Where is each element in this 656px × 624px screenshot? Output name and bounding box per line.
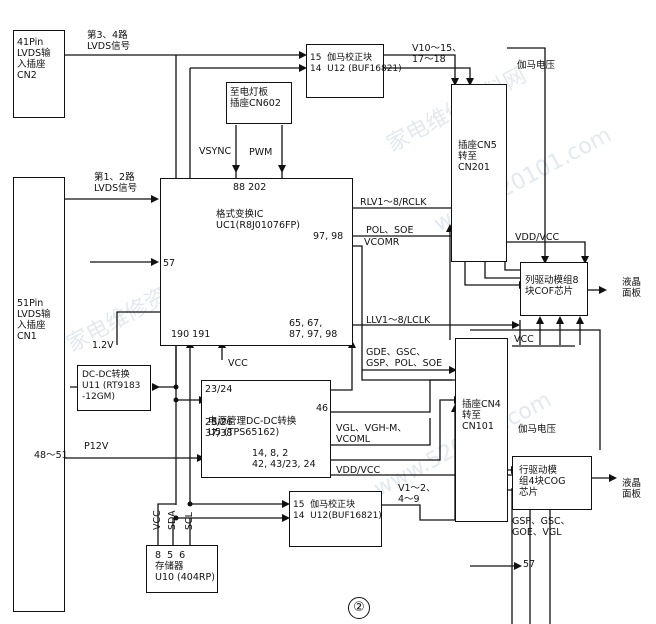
label-llv: LLV1～8/LCLK — [366, 315, 431, 326]
label-gde-gsc: GDE、GSC、 GSP、POL、SOE — [366, 347, 443, 369]
label-vsync: VSYNC — [199, 146, 232, 157]
label-sda: SDA — [167, 510, 178, 530]
label-pwm: PWM — [249, 147, 273, 158]
column-driver-cof: 列驱动模组8 块COF芯片 — [520, 262, 588, 316]
gamma-block-u12-top: 15 伽马校正块 14 U12 (BUF16821) — [306, 44, 402, 98]
label-lvds34: 第3、4路 LVDS信号 — [87, 30, 131, 52]
label-pol-soe: POL、SOE — [366, 225, 414, 236]
u5-pins-right: 14, 8, 2 42, 43/23, 24 — [252, 448, 316, 470]
format-converter-uc1: 88 202 格式变换IC UC1(R8J01076FP) 57 97, 98 … — [160, 178, 353, 346]
label-vgl-vgh: VGL、VGH-M、 VCOML — [336, 423, 407, 445]
uc1-pins-top: 88 202 — [233, 182, 267, 193]
cn602-label: 至电灯板 插座CN602 — [230, 87, 281, 109]
u11-label: DC-DC转换 U11 (RT9183 -12GM) — [82, 370, 141, 402]
label-v10-18: V10～15、 17～18 — [412, 43, 462, 65]
label-1-2v: 1.2V — [92, 340, 114, 351]
label-pins-48-51: 48～51 — [34, 450, 68, 461]
connector-cn4: 插座CN4 转至 CN101 — [455, 338, 508, 522]
row-drv-label: 行驱动模 组4块COG 芯片 — [519, 465, 566, 498]
cn2-label: 41Pin LVDS输 入插座 CN2 — [17, 37, 51, 81]
dcdc-u11: DC-DC转换 U11 (RT9183 -12GM) — [77, 365, 151, 411]
label-rlv: RLV1～8/RCLK — [360, 197, 427, 208]
label-vcc-uc1: VCC — [228, 358, 248, 369]
u12-bottom-label: 15 伽马校正块 14 U12(BUF16821) — [293, 500, 382, 521]
label-v1-9: V1～2、 4～9 — [398, 483, 436, 505]
cn5-label: 插座CN5 转至 CN201 — [458, 140, 497, 173]
backlight-connector-cn602: 至电灯板 插座CN602 — [226, 82, 292, 124]
u5-pin46: 46 — [316, 403, 329, 414]
label-scl: SCL — [184, 512, 195, 530]
uc1-pin57: 57 — [163, 258, 176, 269]
lvds-input-cn1: 51Pin LVDS输 入插座 CN1 — [13, 177, 65, 612]
label-p12v: P12V — [84, 441, 109, 452]
label-pin57-bottom: 57 — [523, 559, 536, 570]
u10-label: 8 5 6 存储器 U10 (404RP) — [155, 550, 215, 583]
cn4-label: 插座CN4 转至 CN101 — [462, 399, 501, 432]
label-vcomr: VCOMR — [364, 237, 400, 248]
col-drv-label: 列驱动模组8 块COF芯片 — [525, 275, 579, 297]
uc1-pins-9798: 97, 98 — [313, 231, 344, 242]
page-number: ② — [348, 597, 370, 619]
uc1-title: 格式变换IC UC1(R8J01076FP) — [216, 209, 300, 231]
label-lvds12: 第1、2路 LVDS信号 — [94, 172, 138, 194]
u5-title: 电源管理DC-DC转换 U5 (TPS65162) — [208, 416, 297, 438]
lvds-input-cn2: 41Pin LVDS输 入插座 CN2 — [13, 30, 65, 118]
label-lcd-panel-2: 液晶 面板 — [622, 478, 642, 500]
label-gamma-voltage-1: 伽马电压 — [517, 60, 556, 71]
cn1-label: 51Pin LVDS输 入插座 CN1 — [17, 298, 51, 342]
label-gamma-voltage-2: 伽马电压 — [518, 424, 557, 435]
memory-u10: 8 5 6 存储器 U10 (404RP) — [146, 545, 218, 593]
u5-pins-left: 23/24 25/26 37/38 — [205, 384, 233, 439]
gamma-block-u12-bottom: 15 伽马校正块 14 U12(BUF16821) — [289, 491, 382, 547]
label-vcc-mem: VCC — [152, 510, 163, 530]
label-vdd-vcc-1: VDD/VCC — [515, 232, 560, 243]
label-gsp-vgl: GSP、GSC、 GOE、VGL — [512, 516, 571, 538]
row-driver-cog: 行驱动模 组4块COG 芯片 — [512, 456, 592, 510]
connector-cn5: 插座CN5 转至 CN201 — [451, 84, 507, 262]
uc1-pins-6567: 65, 67, 87, 97, 98 — [289, 318, 338, 340]
label-vcc-cn4: VCC — [514, 334, 534, 345]
label-vdd-vcc-2: VDD/VCC — [336, 465, 381, 476]
label-lcd-panel-1: 液晶 面板 — [622, 277, 642, 299]
uc1-pins-190191: 190 191 — [171, 329, 211, 340]
u12-top-label: 15 伽马校正块 14 U12 (BUF16821) — [310, 53, 402, 74]
power-manager-u5: 23/24 25/26 37/38 电源管理DC-DC转换 U5 (TPS651… — [201, 380, 331, 478]
